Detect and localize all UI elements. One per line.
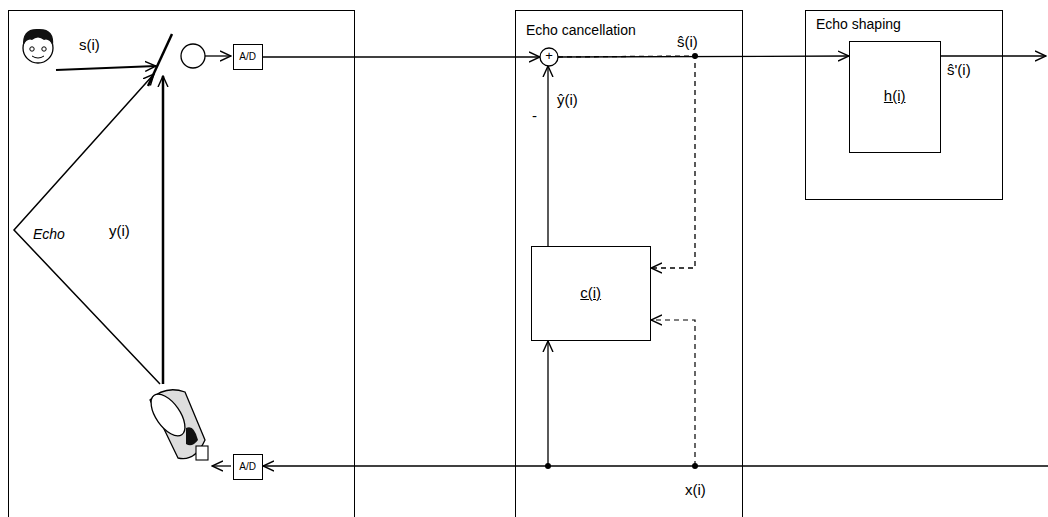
panel-title: Echo cancellation	[526, 23, 636, 38]
converter-box: A/D	[233, 44, 263, 70]
microphone	[148, 34, 205, 86]
node-label: c(i)	[580, 285, 601, 302]
adaptation-line	[651, 320, 695, 466]
sign-mark: -	[531, 108, 538, 125]
signal-name: ŷ(i)	[556, 92, 579, 109]
signal-name: ŝ(i)	[676, 34, 699, 51]
node-label: h(i)	[884, 88, 906, 105]
loudspeaker	[144, 388, 208, 460]
filter-box: c(i)	[531, 246, 651, 341]
panel-title: Echo shaping	[816, 17, 901, 32]
talker-face	[23, 29, 53, 63]
adaptation-line	[558, 56, 695, 268]
signal-line	[547, 66, 548, 246]
echo-path	[14, 74, 160, 384]
processing-panel: + c(i) Echo cancellation	[515, 10, 743, 517]
signal-name: s(i)	[79, 37, 100, 54]
output-line	[940, 55, 1046, 56]
processing-panel: h(i) Echo shaping	[805, 10, 1003, 200]
signal-line	[263, 56, 540, 57]
node-label: +	[545, 49, 553, 63]
far-end-line	[263, 465, 1048, 466]
echo-label: Echo	[33, 227, 65, 242]
signal-name: ŝ'(i)	[946, 62, 972, 79]
reference-line	[547, 341, 548, 466]
summing-junction: +	[540, 48, 558, 66]
speech-arrow	[56, 66, 156, 70]
room-panel: A/D A/D s(i) Echo y(i)	[8, 10, 355, 517]
converter-box: A/D	[233, 454, 263, 480]
speaker-wire	[212, 465, 231, 466]
direct-echo-arrow	[162, 76, 165, 384]
mic-wire	[205, 55, 231, 56]
node-label: A/D	[239, 461, 256, 472]
node-label: A/D	[239, 51, 256, 62]
signal-name: y(i)	[109, 223, 130, 240]
signal-name: x(i)	[684, 482, 707, 499]
filter-box: h(i)	[849, 41, 941, 153]
